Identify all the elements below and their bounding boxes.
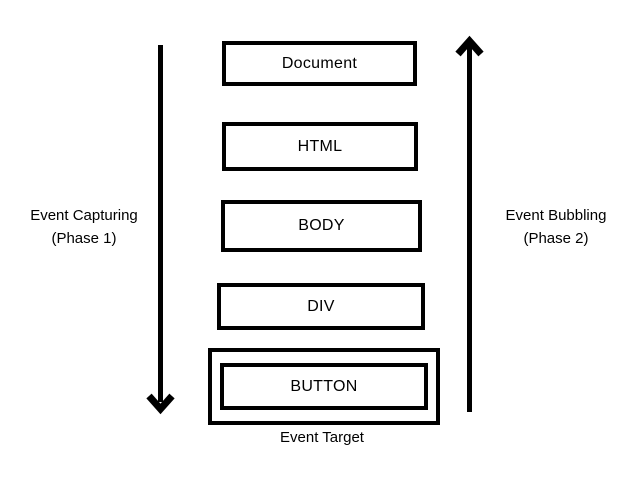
event-bubbling-label-line1: Event Bubbling <box>505 207 607 224</box>
node-button-label: BUTTON <box>290 377 358 395</box>
node-button: BUTTON <box>220 363 428 410</box>
node-button-target-frame: BUTTON <box>208 348 440 425</box>
node-div: DIV <box>217 283 425 330</box>
event-capturing-arrow-down <box>146 45 175 415</box>
event-capturing-label: Event Capturing (Phase 1) <box>9 204 159 250</box>
node-body: BODY <box>221 200 422 252</box>
node-body-label: BODY <box>298 217 345 234</box>
event-bubbling-label-line2: (Phase 2) <box>523 230 589 247</box>
node-document: Document <box>222 41 417 86</box>
event-capturing-label-line1: Event Capturing <box>30 207 138 224</box>
node-div-label: DIV <box>307 297 335 315</box>
node-html: HTML <box>222 122 418 171</box>
event-capturing-label-line2: (Phase 1) <box>51 230 117 247</box>
event-bubbling-label: Event Bubbling (Phase 2) <box>481 204 631 250</box>
event-bubbling-arrow-up <box>455 35 484 412</box>
node-html-label: HTML <box>297 137 343 155</box>
node-document-label: Document <box>281 54 358 72</box>
event-target-caption: Event Target <box>280 429 364 446</box>
